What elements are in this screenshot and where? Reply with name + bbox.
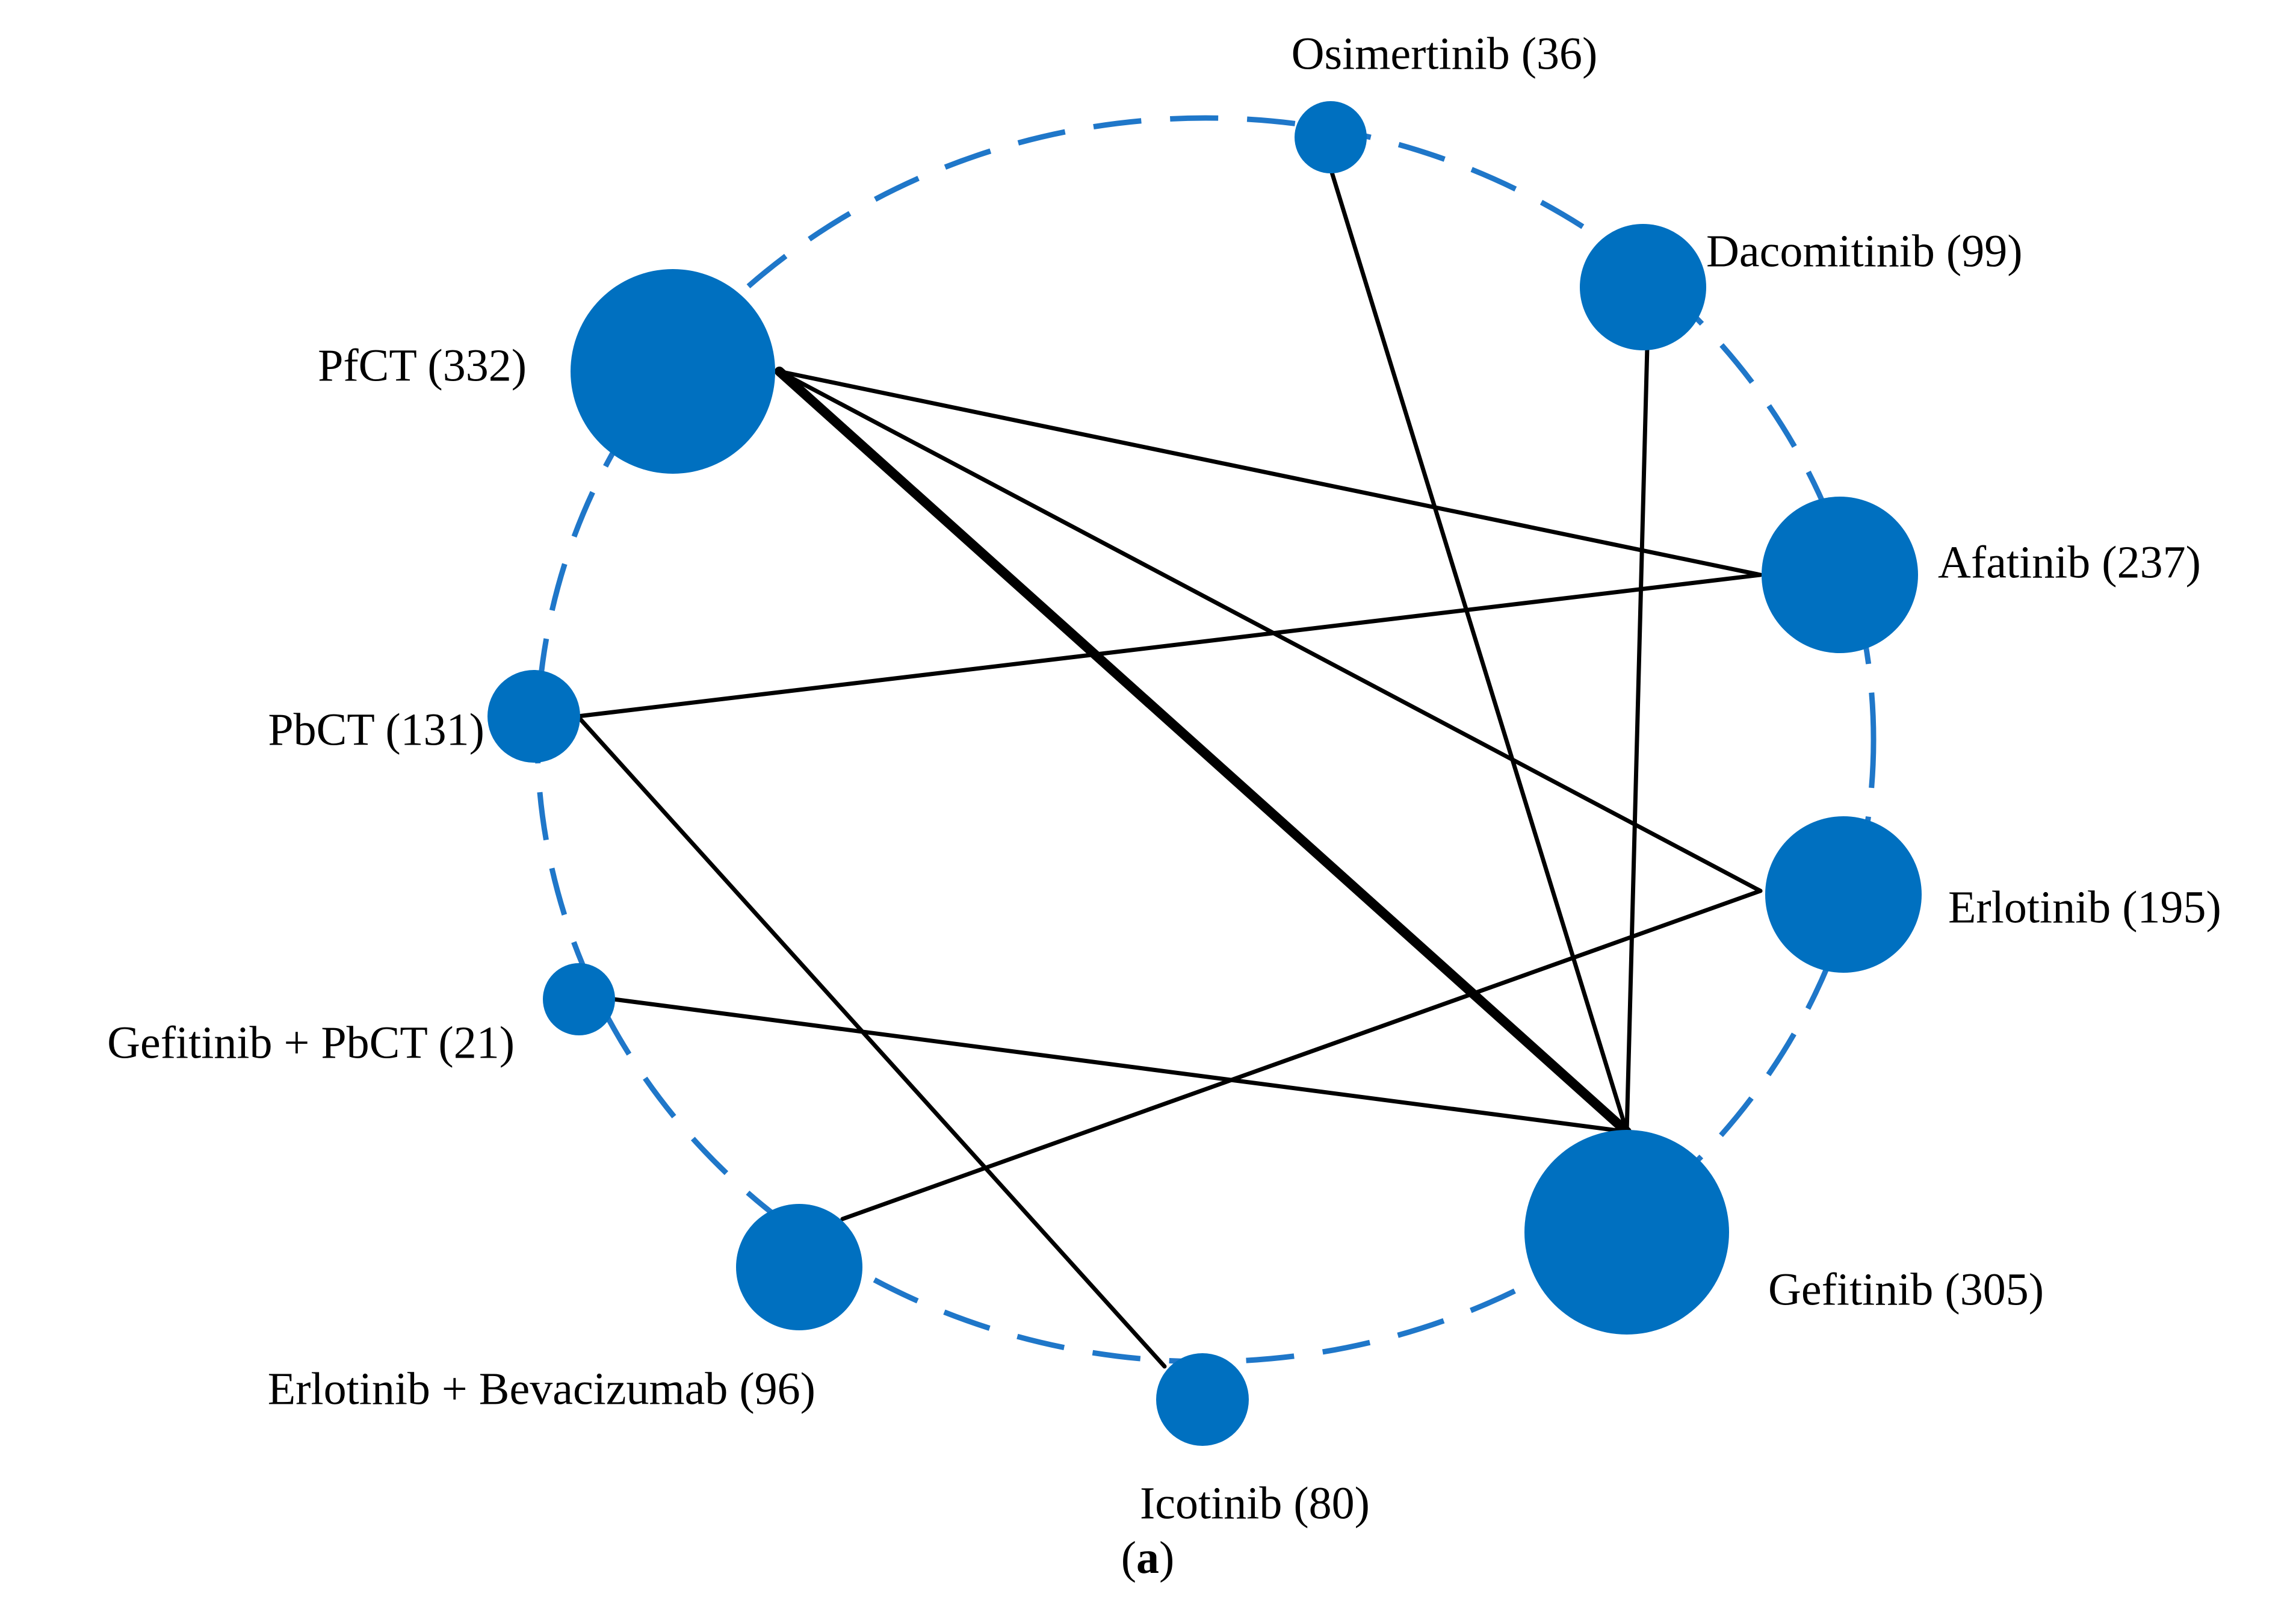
node-osimertinib [1295,101,1367,173]
edges-group [575,166,1763,1369]
edge-pfct-gefitinib [775,367,1632,1136]
node-erlotinib [1765,816,1922,973]
edge-osimertinib-gefitinib [1328,166,1629,1134]
node-label-osimertinib: Osimertinib (36) [1292,28,1598,79]
edge-dacomitinib-gefitinib [1624,345,1650,1134]
node-pfct [571,269,775,474]
edge-gefitinib-pbct-gefitinib [611,997,1629,1134]
edge-pbct-afatinib [575,572,1763,719]
node-gefitinib-pbct [543,963,615,1035]
node-label-pbct: PbCT (131) [268,704,484,755]
node-label-pfct: PfCT (332) [318,340,527,391]
edge-erlotinib-bevacizumab-erlotinib [840,888,1763,1221]
node-dacomitinib [1580,224,1706,350]
node-label-icotinib: Icotinib (80) [1140,1478,1370,1528]
labels-group: Osimertinib (36) Dacomitinib (99) Afatinib… [107,28,2221,1528]
edge-pbct-icotinib [575,714,1167,1369]
node-afatinib [1762,497,1918,653]
edge-pfct-afatinib [777,369,1763,577]
node-icotinib [1156,1353,1249,1446]
edge-pfct-erlotinib [777,369,1763,893]
node-label-erlotinib: Erlotinib (195) [1948,882,2221,932]
figure-caption: (a) [1121,1533,1175,1583]
node-gefitinib [1524,1130,1729,1335]
node-erlotinib-bevacizumab [736,1204,862,1330]
node-label-gefitinib: Gefitinib (305) [1768,1264,2044,1315]
node-label-afatinib: Afatinib (237) [1938,537,2201,588]
node-label-gefitinib-pbct: Gefitinib + PbCT (21) [107,1017,515,1068]
node-pbct [487,670,580,763]
nodes-group [487,101,1922,1446]
node-label-dacomitinib: Dacomitinib (99) [1706,226,2023,276]
node-label-erlotinib-bevacizumab: Erlotinib + Bevacizumab (96) [268,1363,815,1414]
